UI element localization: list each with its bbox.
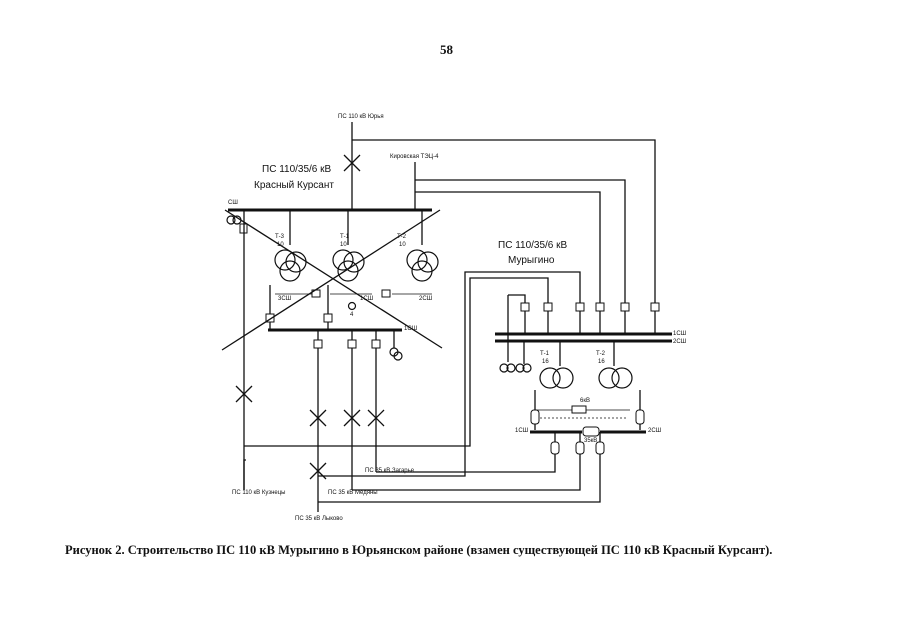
breaker-icon <box>530 409 540 425</box>
line-kirov-reroute <box>415 179 626 305</box>
reactor-icon <box>347 301 357 311</box>
new-transformer-t2-icon-2 <box>611 367 633 389</box>
new-transformer-t1-icon-2 <box>552 367 574 389</box>
line-medeny-label: ПС 35 кВ Медяны <box>328 490 378 496</box>
t2-rating: 10 <box>399 242 406 248</box>
old-lv-bus-2-label: 2СШ <box>419 296 432 302</box>
line-zagarye-label: ПС 35 кВ Загарье <box>365 468 415 474</box>
line-yurya-label: ПС 110 кВ Юрья <box>338 114 384 120</box>
breaker-icon <box>265 313 275 323</box>
demolish-cross-icon <box>367 409 385 427</box>
demolish-cross-icon <box>343 154 361 172</box>
transformer-t3-icon <box>274 249 296 271</box>
line-kirov-label: Кировская ТЭЦ-4 <box>390 154 439 160</box>
lv-section-switch-icon <box>571 405 587 414</box>
new-substation-title-2: Мурыгино <box>508 255 555 266</box>
t2-name: Т-2 <box>397 234 407 240</box>
new-substation-title-1: ПС 110/35/6 кВ <box>498 240 568 251</box>
section-switch-icon-2 <box>381 289 391 298</box>
transformer-t1-icon <box>332 249 354 271</box>
section-breaker-icon <box>582 426 600 437</box>
reroute-kuznetsy <box>244 277 549 447</box>
transformer-t1-icon-3 <box>337 260 359 282</box>
breaker-icon-5 <box>371 339 381 349</box>
new-feeder-bays <box>507 294 660 362</box>
demolish-cross-icon <box>309 409 327 427</box>
reroute-zagarye <box>376 455 556 473</box>
new-bus-2-label: 2СШ <box>673 339 686 345</box>
new-vt-icons <box>499 341 532 373</box>
line-kirov-reroute-2 <box>415 191 601 305</box>
new-t2-name: Т-2 <box>596 351 606 357</box>
demolish-cross-icon <box>235 385 253 403</box>
new-t1-rating: 16 <box>542 359 549 365</box>
new-lv-label: 6кВ <box>580 398 590 404</box>
demolish-cross-icon <box>343 409 361 427</box>
reroute-lykovo <box>318 455 601 503</box>
transformer-t2-icon <box>406 249 428 271</box>
breaker-icon-2 <box>323 313 333 323</box>
new-transformer-t1-icon <box>539 367 561 389</box>
old-lv-bus-3-label: 3СШ <box>278 296 291 302</box>
old-substation-demolish-x-2 <box>221 209 441 351</box>
transformer-t2-icon-3 <box>411 260 433 282</box>
t1-name: Т-1 <box>340 234 350 240</box>
transformer-t2-icon-2 <box>417 251 439 273</box>
new-bus-1-label: 1СШ <box>673 331 686 337</box>
new-35-bus-right-label: 2СШ <box>648 428 661 434</box>
page-number: 58 <box>440 42 453 57</box>
line-yurya-reroute <box>352 139 656 305</box>
new-t1-name: Т-1 <box>540 351 550 357</box>
breaker-icon-3 <box>313 339 323 349</box>
old-35-bus-label: 1СШ <box>404 326 417 332</box>
vt-35-icon-2 <box>393 351 403 361</box>
old-lv-bus-1-label: 1СШ <box>360 296 373 302</box>
reactor-label: 4 <box>350 312 354 318</box>
breaker-icon-4 <box>347 339 357 349</box>
new-transformer-t2-icon <box>598 367 620 389</box>
line-kuznetsy-tail <box>243 459 246 490</box>
new-35-bus-left-label: 1СШ <box>515 428 528 434</box>
line-kuznetsy-label: ПС 110 кВ Кузнецы <box>232 490 285 496</box>
reroute-medeny <box>352 455 581 491</box>
old-substation-title-1: ПС 110/35/6 кВ <box>262 164 332 175</box>
figure-caption: Рисунок 2. Строительство ПС 110 кВ Мурыг… <box>65 543 773 557</box>
breaker-icon <box>635 409 645 425</box>
transformer-t3-icon-3 <box>279 260 301 282</box>
old-hv-bus-label: СШ <box>228 200 238 206</box>
reroute-35-to-new <box>318 271 581 477</box>
line-lykovo-label: ПС 35 кВ Лыково <box>295 516 343 522</box>
old-substation-title-2: Красный Курсант <box>254 180 334 191</box>
t1-rating: 10 <box>340 242 347 248</box>
new-t2-rating: 16 <box>598 359 605 365</box>
new-35-section-label: 35кВ <box>584 438 597 444</box>
vt-icon <box>226 215 236 225</box>
new-35-outgoing <box>550 432 605 455</box>
t3-name: Т-3 <box>275 234 285 240</box>
